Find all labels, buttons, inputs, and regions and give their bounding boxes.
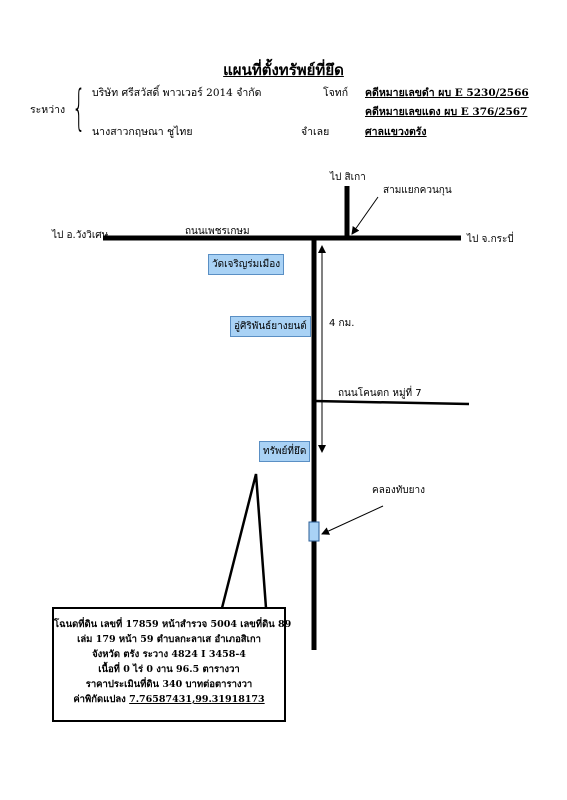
info-line-volume: เล่ม 179 หน้า 59 ตำบลกะลาเส อำเภอสิเกา (77, 634, 261, 645)
canal-marker (308, 521, 320, 542)
between-label: ระหว่าง (30, 104, 66, 116)
label-distance: 4 กม. (329, 318, 355, 329)
label-to-wangwiset: ไป อ.วังวิเศษ (52, 230, 109, 241)
landmark-property: ทรัพย์ที่ยึด (259, 441, 311, 462)
info-line-price: ราคาประเมินที่ดิน 340 บาทต่อตารางวา (85, 679, 253, 690)
landmark-garage: อู่ศิริพันธ์ยางยนต์ (230, 316, 311, 337)
page-title: แผนที่ตั้งทรัพย์ที่ยึด (223, 61, 344, 79)
court-name: ศาลแขวงตรัง (365, 126, 427, 138)
road-khonthok-line (313, 399, 470, 406)
canal-arrow (321, 505, 384, 535)
info-line-deed: โฉนดที่ดิน เลขที่ 17859 หน้าสำรวจ 5004 เ… (54, 619, 292, 630)
junction-arrow (351, 196, 379, 235)
landmark-temple: วัดเจริญร่มเมือง (208, 254, 285, 275)
label-to-sikao: ไป สิเกา (330, 172, 366, 183)
coords-value: 7.76587431,99.31918173 (129, 694, 265, 705)
coords-label: ค่าพิกัดแปลง (73, 694, 126, 705)
label-to-krabi: ไป จ.กระบี่ (467, 234, 514, 245)
property-info-box: โฉนดที่ดิน เลขที่ 17859 หน้าสำรวจ 5004 เ… (52, 607, 292, 722)
label-canal: คลองทับยาง (372, 485, 426, 496)
label-junction: สามแยกควนกุน (383, 185, 452, 196)
party2-name: นางสาวกฤษณา ชูไทย (92, 126, 193, 138)
info-line-area: เนื้อที่ 0 ไร่ 0 งาน 96.5 ตารางวา (98, 664, 240, 675)
case-black-number: คดีหมายเลขดำ ผบ E 5230/2566 (365, 87, 529, 99)
info-line-coords: ค่าพิกัดแปลง 7.76587431,99.31918173 (54, 692, 284, 707)
defendant-label: จำเลย (301, 126, 330, 138)
callout-wedge (220, 473, 268, 609)
info-line-province: จังหวัด ตรัง ระวาง 4824 I 3458-4 (92, 649, 246, 660)
plaintiff-label: โจทก์ (323, 87, 349, 99)
label-road-phetkasem: ถนนเพชรเกษม (185, 226, 250, 237)
party1-name: บริษัท ศรีสวัสดิ์ พาวเวอร์ 2014 จำกัด (92, 87, 262, 99)
brace-symbol: { (72, 80, 86, 136)
label-road-khonthok: ถนนโคนตก หมู่ที่ 7 (338, 388, 422, 399)
case-red-number: คดีหมายเลขแดง ผบ E 376/2567 (365, 106, 528, 118)
